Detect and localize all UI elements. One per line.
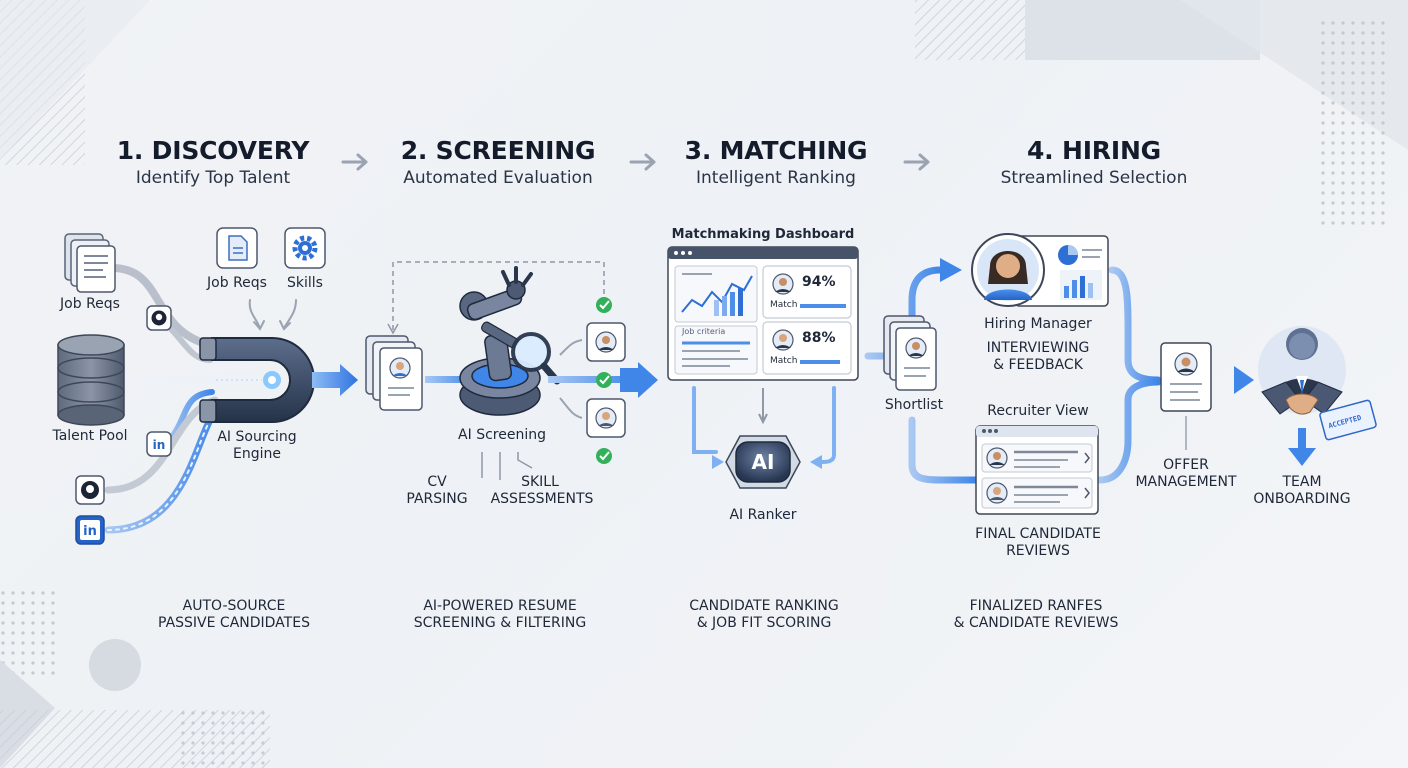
stage-subtitle-matching: Intelligent Ranking: [696, 168, 856, 188]
ai-sourcing-label-1: AI Sourcing: [217, 429, 297, 445]
matching-caption-1: CANDIDATE RANKING: [689, 598, 839, 614]
interviewing-label-2: & FEEDBACK: [993, 357, 1083, 373]
team-label-1: TEAM: [1282, 474, 1322, 490]
stage-title-hiring: 4. HIRING: [1026, 136, 1161, 165]
final-review-label-2: REVIEWS: [1006, 543, 1070, 559]
stage-subtitle-hiring: Streamlined Selection: [1000, 168, 1188, 188]
ai-sourcing-label-2: Engine: [233, 446, 281, 462]
ai-ranker-label: AI Ranker: [729, 507, 797, 523]
discovery-caption-1: AUTO-SOURCE: [182, 598, 286, 614]
ai-ranker-badge: [725, 435, 801, 489]
match-score-1: 94%: [802, 274, 836, 290]
offer-label-1: OFFER: [1163, 457, 1209, 473]
talent-pool-db: [57, 334, 125, 426]
skills-label: Skills: [287, 275, 323, 291]
matchmaking-dashboard: [667, 246, 859, 381]
ai-sourcing-engine: [199, 337, 315, 423]
recruiter-view-label: Recruiter View: [987, 403, 1089, 419]
hiring-caption-1: FINALIZED RANFES: [969, 598, 1103, 614]
stage-title-discovery: 1. DISCOVERY: [116, 136, 310, 165]
hiring-manager-label: Hiring Manager: [984, 316, 1092, 332]
job-reqs-doc-icon: [64, 233, 116, 293]
ai-screening-label: AI Screening: [458, 427, 546, 443]
discovery-caption-2: PASSIVE CANDIDATES: [158, 615, 310, 631]
matching-caption-2: & JOB FIT SCORING: [696, 615, 832, 631]
interviewing-label-1: INTERVIEWING: [986, 340, 1090, 356]
stage-title-matching: 3. MATCHING: [684, 136, 868, 165]
svg-text:in: in: [83, 524, 97, 539]
skill-label-1: SKILL: [521, 474, 559, 490]
match-label-2: Match: [770, 356, 798, 366]
screening-caption-2: SCREENING & FILTERING: [413, 615, 587, 631]
screening-caption-1: AI-POWERED RESUME: [423, 598, 577, 614]
talent-pool-label: Talent Pool: [52, 428, 128, 444]
accepted-stamp: [1319, 399, 1377, 441]
skill-label-2: ASSESSMENTS: [490, 491, 594, 507]
match-score-2: 88%: [802, 330, 836, 346]
robot-arm: [459, 266, 541, 416]
stage-title-screening: 2. SCREENING: [400, 136, 596, 165]
cv-label-1: CV: [427, 474, 447, 490]
stage-subtitle-screening: Automated Evaluation: [403, 168, 593, 188]
shortlist-label: Shortlist: [884, 397, 944, 413]
stage-subtitle-discovery: Identify Top Talent: [135, 168, 291, 188]
job-reqs-top-label: Job Reqs: [207, 275, 267, 291]
svg-text:in: in: [153, 438, 166, 452]
match-label-1: Match: [770, 300, 798, 310]
job-criteria-label: Job criteria: [682, 327, 726, 336]
cv-label-2: PARSING: [406, 491, 468, 507]
hiring-caption-2: & CANDIDATE REVIEWS: [953, 615, 1119, 631]
team-label-2: ONBOARDING: [1253, 491, 1351, 507]
offer-label-2: MANAGEMENT: [1135, 474, 1237, 490]
job-reqs-label: Job Reqs: [60, 296, 120, 312]
dashboard-title: Matchmaking Dashboard: [671, 227, 855, 242]
ai-badge-text: AI: [751, 450, 775, 474]
final-review-label-1: FINAL CANDIDATE: [975, 526, 1101, 542]
